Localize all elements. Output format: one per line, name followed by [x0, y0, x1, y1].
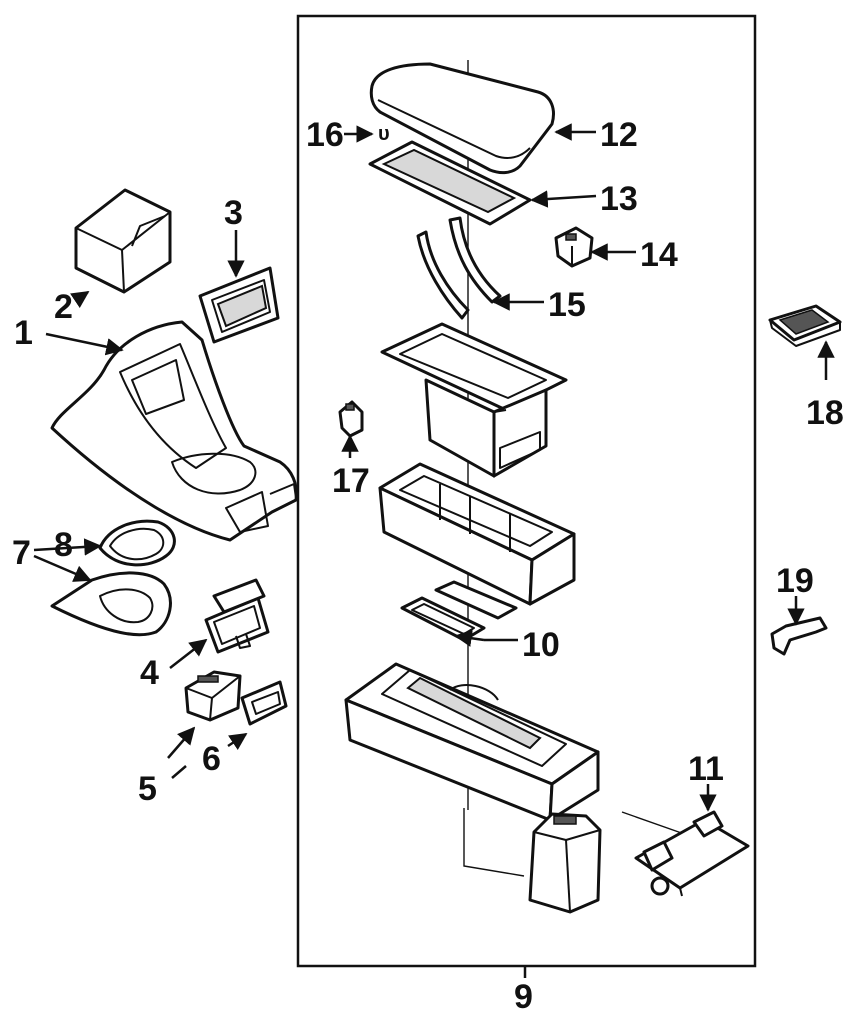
assembly-frame	[296, 14, 757, 968]
part-17-clip	[338, 400, 364, 438]
part-5-insert	[184, 670, 242, 722]
callout-6: 6	[202, 740, 221, 778]
part-16-symbol: υ	[378, 123, 390, 145]
part-19-clip	[770, 616, 828, 656]
callout-2: 2	[54, 288, 73, 326]
console-tray	[378, 462, 576, 606]
callout-18: 18	[806, 394, 844, 432]
base-guide-line	[463, 808, 525, 877]
part-7-plate	[50, 571, 172, 637]
console-pedestal	[528, 812, 602, 914]
bracket-guide-line	[621, 811, 691, 837]
callout-3: 3	[224, 194, 243, 232]
callout-7: 7	[12, 534, 31, 572]
callout-16: 16	[306, 116, 344, 154]
callout-5: 5	[138, 770, 157, 808]
part-3-bezel	[198, 266, 280, 344]
part-15-strap	[416, 216, 502, 320]
leader-arrows	[33, 123, 835, 812]
part-4-ashtray	[204, 578, 270, 654]
callout-15: 15	[548, 286, 586, 324]
callout-8: 8	[54, 526, 73, 564]
part-6-cap	[240, 680, 288, 726]
callout-17: 17	[332, 462, 370, 500]
callout-12: 12	[600, 116, 638, 154]
callout-4: 4	[140, 654, 159, 692]
part-2-pocket	[74, 188, 172, 294]
part-1-console	[50, 320, 298, 542]
part-18-switch	[768, 304, 842, 347]
callout-13: 13	[600, 180, 638, 218]
part-8-ring	[98, 519, 176, 567]
part-14-latch	[554, 226, 594, 268]
callout-19: 19	[776, 562, 814, 600]
callout-11: 11	[688, 750, 724, 788]
part-12-lid	[369, 62, 555, 175]
part-11-bracket	[634, 810, 750, 897]
part-10-pad	[400, 596, 486, 642]
callout-14: 14	[640, 236, 678, 274]
tray-pad-upper	[434, 580, 518, 620]
console-base	[344, 662, 600, 822]
callout-1: 1	[14, 314, 33, 352]
armrest-storage-bin	[380, 322, 568, 478]
callout-10: 10	[522, 626, 560, 664]
part-13-pad	[368, 140, 532, 226]
callout-9: 9	[514, 978, 533, 1016]
part-16-clip: υ	[378, 123, 390, 145]
